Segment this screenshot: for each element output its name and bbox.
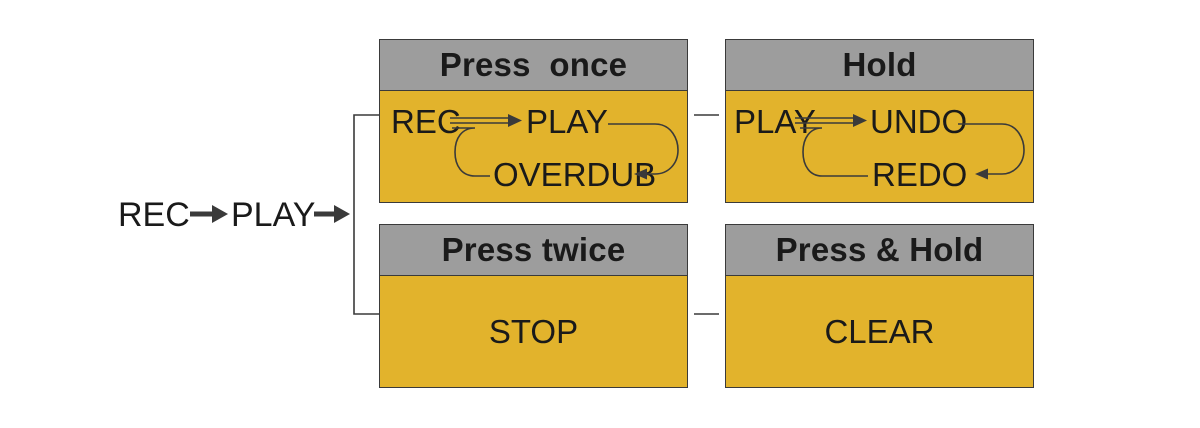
- hold-box: Hold: [725, 39, 1034, 203]
- hold-redo-label: REDO: [872, 156, 968, 193]
- hold-title: Hold: [726, 40, 1033, 91]
- hold-play-label: PLAY: [734, 103, 816, 140]
- start-arrow-2-icon: [314, 205, 350, 223]
- hold-undo-label: UNDO: [870, 103, 968, 140]
- press-once-rec-label: REC: [391, 103, 461, 140]
- start-arrow-1-icon: [190, 205, 228, 223]
- press-twice-body: STOP: [380, 276, 687, 387]
- press-once-play-label: PLAY: [526, 103, 608, 140]
- start-play-label: PLAY: [231, 196, 316, 234]
- stop-label: STOP: [488, 312, 579, 350]
- press-once-title: Press once: [380, 40, 687, 91]
- press-hold-title: Press & Hold: [726, 225, 1033, 276]
- branch-bracket: [353, 114, 379, 315]
- press-twice-title: Press twice: [380, 225, 687, 276]
- clear-label: CLEAR: [824, 312, 935, 350]
- press-once-overdub-label: OVERDUB: [493, 156, 657, 193]
- start-rec-label: REC: [118, 196, 190, 234]
- press-twice-box: Press twice STOP: [379, 224, 688, 388]
- press-hold-box: Press & Hold CLEAR: [725, 224, 1034, 388]
- press-hold-body: CLEAR: [726, 276, 1033, 387]
